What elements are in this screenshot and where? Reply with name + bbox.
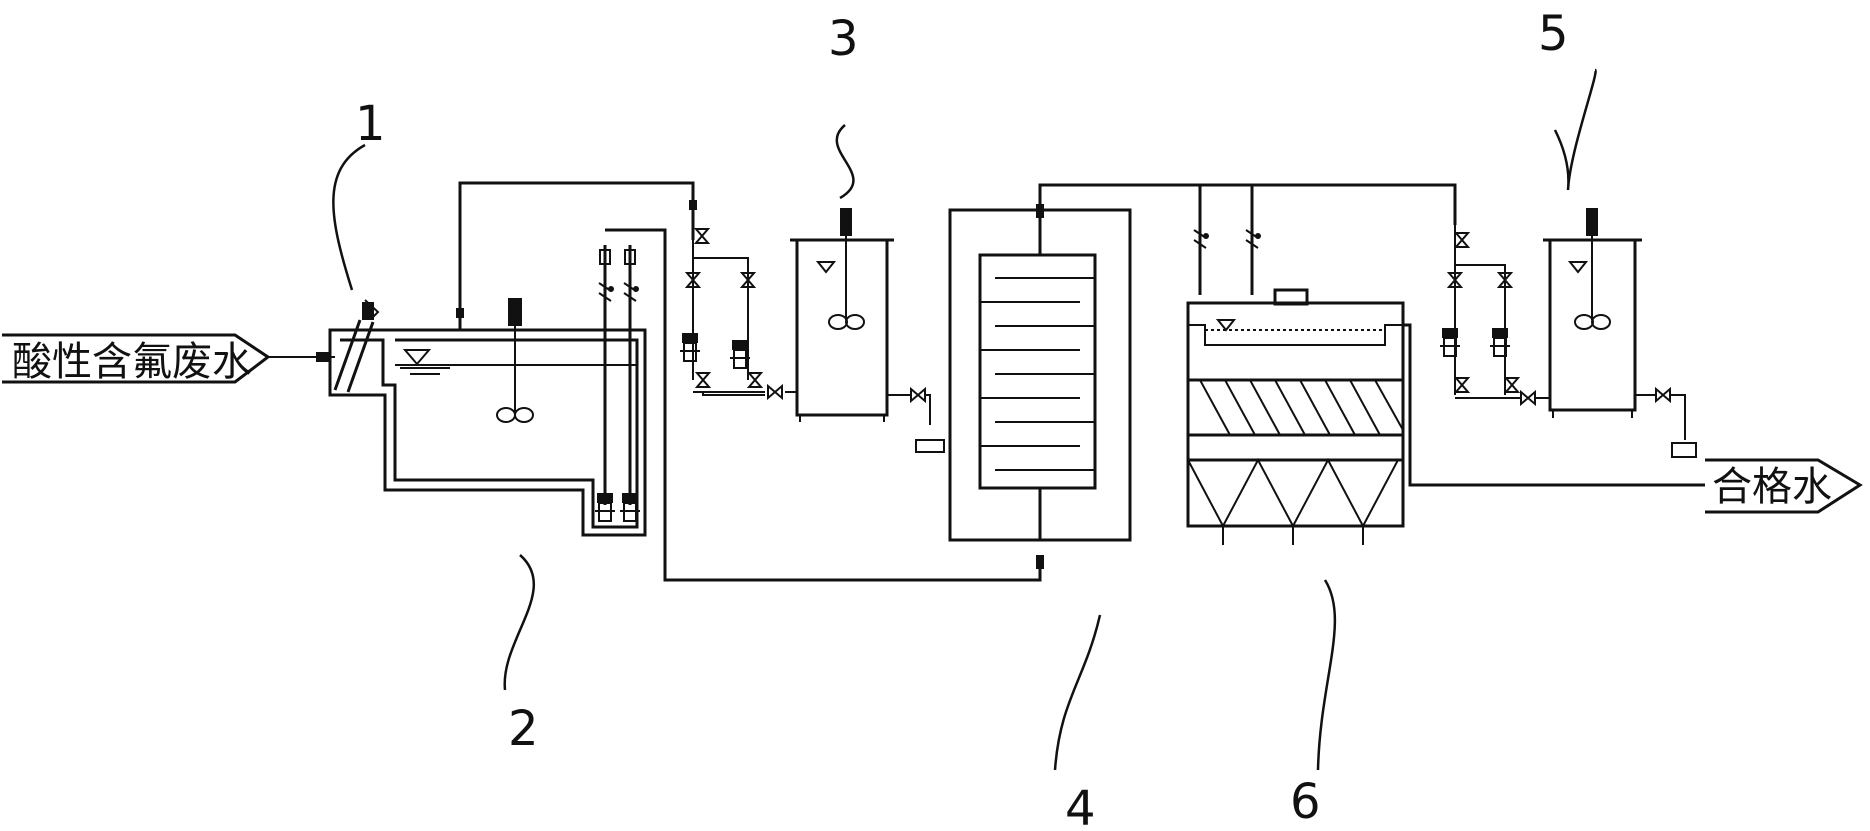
sedimentation-tank-6 [1186,288,1405,545]
outlet-arrow: 合格水 [1705,458,1863,514]
dosing-branch-3 [679,228,797,399]
reaction-tank-3 [790,208,945,453]
inlet-arrow: 酸性含氟废水 [2,333,335,385]
dosing-branch-5 [1439,225,1550,405]
label-4: 4 [1065,781,1096,831]
outlet-pipe [1403,323,1705,487]
regulating-tank [328,245,647,537]
plate-unit-4 [948,204,1132,542]
label-1: 1 [355,96,386,152]
inlet-label: 酸性含氟废水 [12,339,252,385]
label-2: 2 [508,701,539,757]
label-6: 6 [1290,774,1321,830]
transfer-pipe [1038,183,1457,225]
outlet-label: 合格水 [1712,464,1832,510]
label-5: 5 [1538,6,1569,62]
label-3: 3 [828,11,859,67]
feed-pipe [605,228,1042,582]
leader-lines [332,68,1597,771]
return-pipe [456,181,697,330]
reaction-tank-5 [1543,208,1697,458]
